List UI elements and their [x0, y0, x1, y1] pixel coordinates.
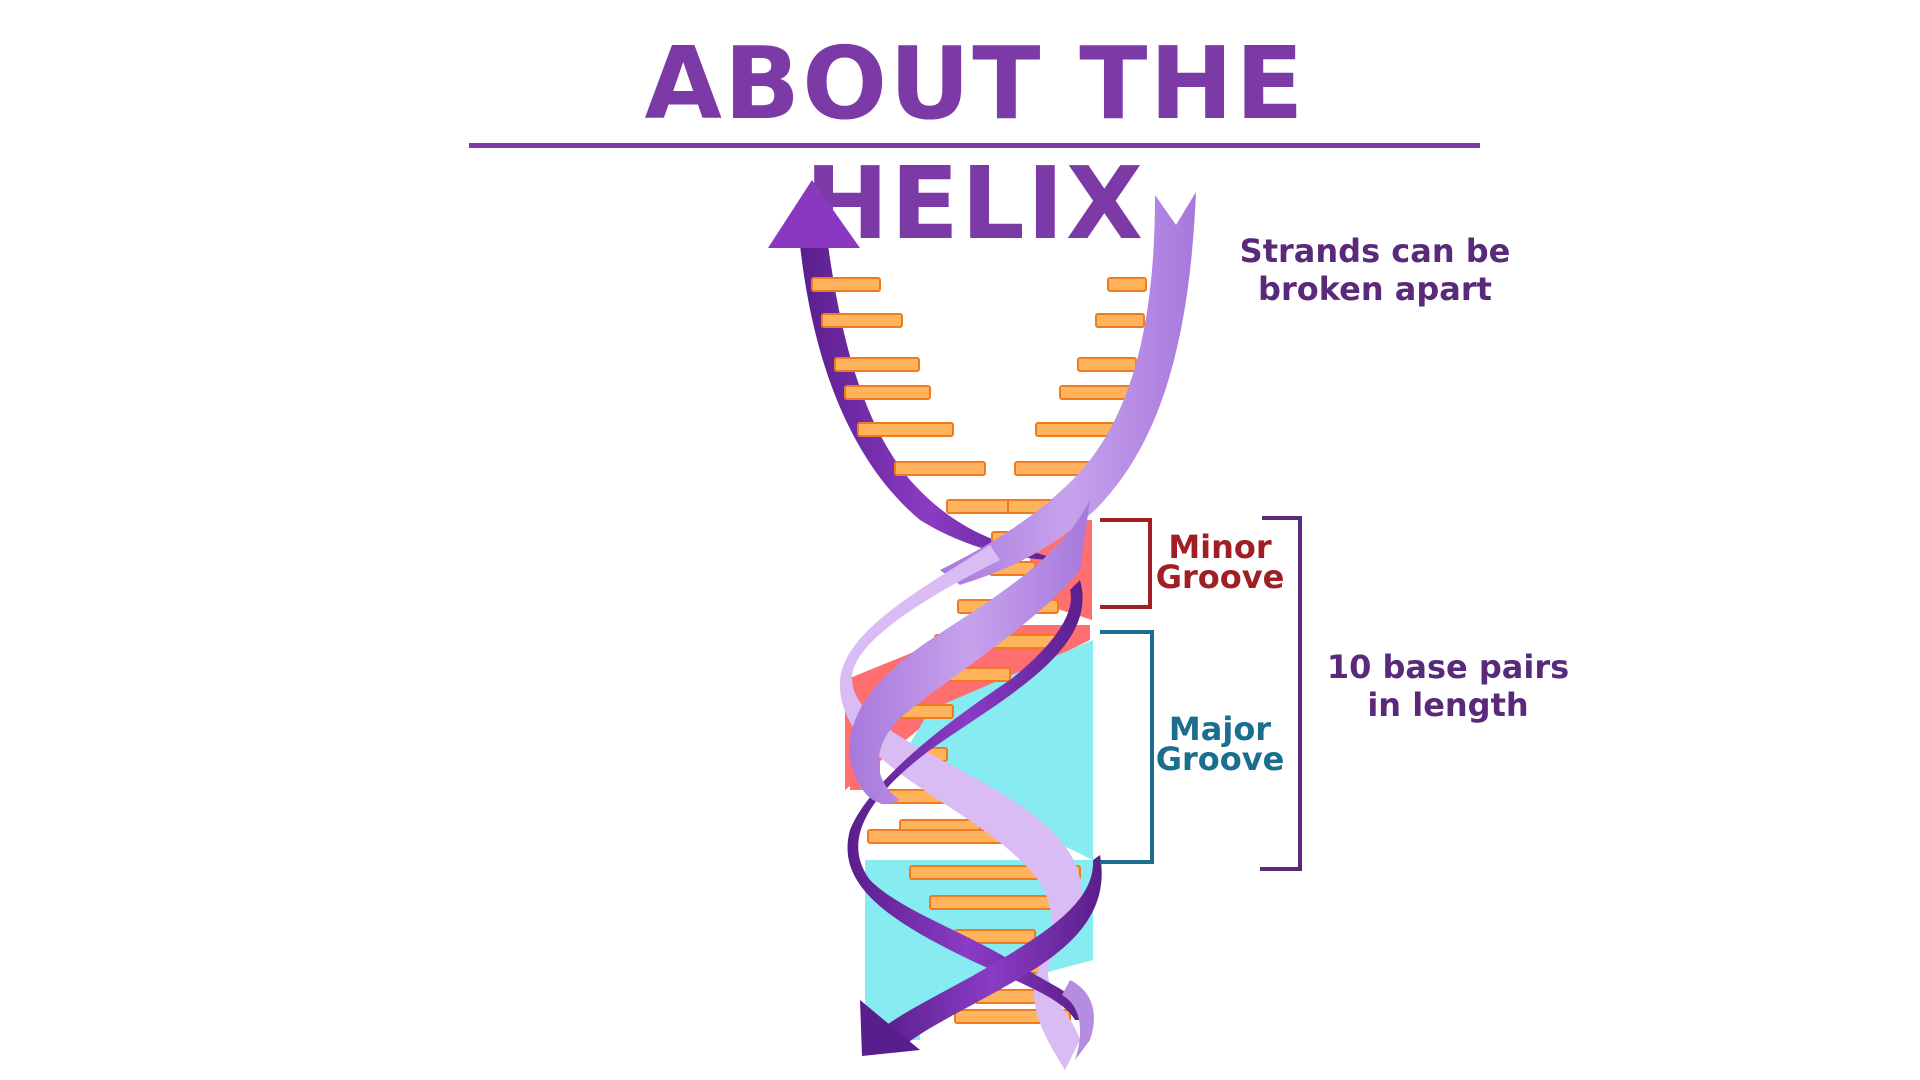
base-pair-bar — [894, 461, 986, 476]
base-pair-bar — [1095, 313, 1145, 328]
base-pair-bar — [834, 357, 920, 372]
base-pair-bar — [844, 385, 931, 400]
left-strand-upper — [768, 180, 1060, 560]
base-pair-bar — [1107, 277, 1147, 292]
length-label: 10 base pairs in length — [1326, 648, 1570, 724]
minor-groove-bracket — [1100, 518, 1152, 609]
arrow-up-icon — [768, 180, 860, 248]
base-pair-bar — [857, 422, 954, 437]
strands-label: Strands can be broken apart — [1239, 232, 1511, 308]
minor-groove-label: Minor Groove — [1155, 528, 1285, 596]
page-title: ABOUT THE HELIX — [644, 25, 1306, 262]
base-pair-bar — [929, 895, 1061, 910]
base-pair-bar — [1077, 357, 1137, 372]
base-pair-bar — [821, 313, 903, 328]
length-bracket — [1260, 516, 1302, 871]
base-pair-bar — [1059, 385, 1136, 400]
right-strand-upper — [940, 192, 1196, 585]
arrow-down-icon — [860, 1000, 920, 1056]
helix-lower — [839, 500, 1102, 1070]
major-groove-bracket — [1100, 630, 1154, 864]
title-underline — [469, 143, 1480, 148]
base-pair-bar — [811, 277, 881, 292]
major-groove-label: Major Groove — [1155, 710, 1285, 778]
